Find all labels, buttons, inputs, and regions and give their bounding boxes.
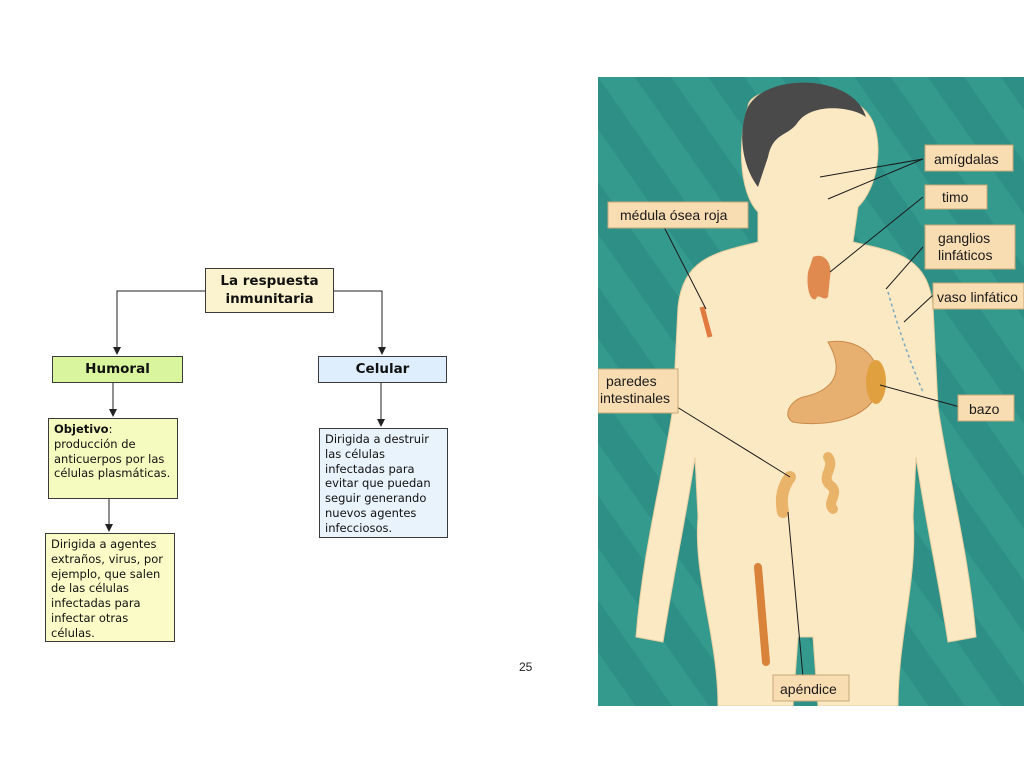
label-bazo-text: bazo (969, 401, 1000, 417)
label-apendice-text: apéndice (780, 681, 837, 697)
objetivo-box: Objetivo: producción de anticuerpos por … (48, 418, 178, 499)
thymus (807, 255, 831, 300)
label-timo-text: timo (942, 189, 969, 205)
label-paredes: paredes intestinales (598, 368, 679, 414)
label-vaso-text: vaso linfático (937, 289, 1018, 305)
root-title-line2: inmunitaria (225, 291, 314, 307)
label-paredes-text1: paredes (606, 373, 657, 389)
spleen (866, 360, 886, 404)
label-amigdalas-text: amígdalas (934, 151, 999, 167)
label-amigdalas: amígdalas (924, 144, 1014, 172)
label-vaso: vaso linfático (932, 282, 1024, 310)
label-ganglios: ganglios linfáticos (924, 224, 1016, 270)
label-medula: médula ósea roja (607, 201, 749, 229)
marrow-humerus (699, 306, 713, 338)
celular-node: Celular (318, 356, 447, 383)
humoral-detail-box: Dirigida a agentes extraños, virus, por … (45, 533, 175, 642)
objetivo-text: : producción de anticuerpos por las célu… (54, 422, 171, 481)
lymphatic-system-figure: amígdalas timo ganglios linfáticos vaso … (598, 77, 1024, 706)
intestine (821, 452, 840, 514)
celular-detail-box: Dirigida a destruir las células infectad… (319, 428, 448, 538)
appendix (775, 471, 796, 518)
arrow-root-celular (334, 290, 386, 355)
humoral-node: Humoral (52, 356, 183, 383)
label-apendice: apéndice (772, 674, 850, 702)
label-paredes-text2: intestinales (600, 390, 670, 406)
hair (742, 82, 866, 187)
label-ganglios-text1: ganglios (938, 230, 990, 246)
page-number: 25 (519, 660, 533, 674)
label-bazo: bazo (957, 394, 1015, 422)
pointer-lines (663, 158, 961, 678)
label-medula-text: médula ósea roja (620, 207, 728, 223)
objetivo-label: Objetivo (54, 422, 109, 436)
label-timo: timo (924, 184, 988, 210)
arrow-root-humoral (113, 290, 205, 355)
root-node: La respuesta inmunitaria (205, 268, 334, 313)
root-title-line1: La respuesta (220, 273, 319, 289)
marrow-femur (754, 563, 770, 666)
label-ganglios-text2: linfáticos (938, 247, 992, 263)
